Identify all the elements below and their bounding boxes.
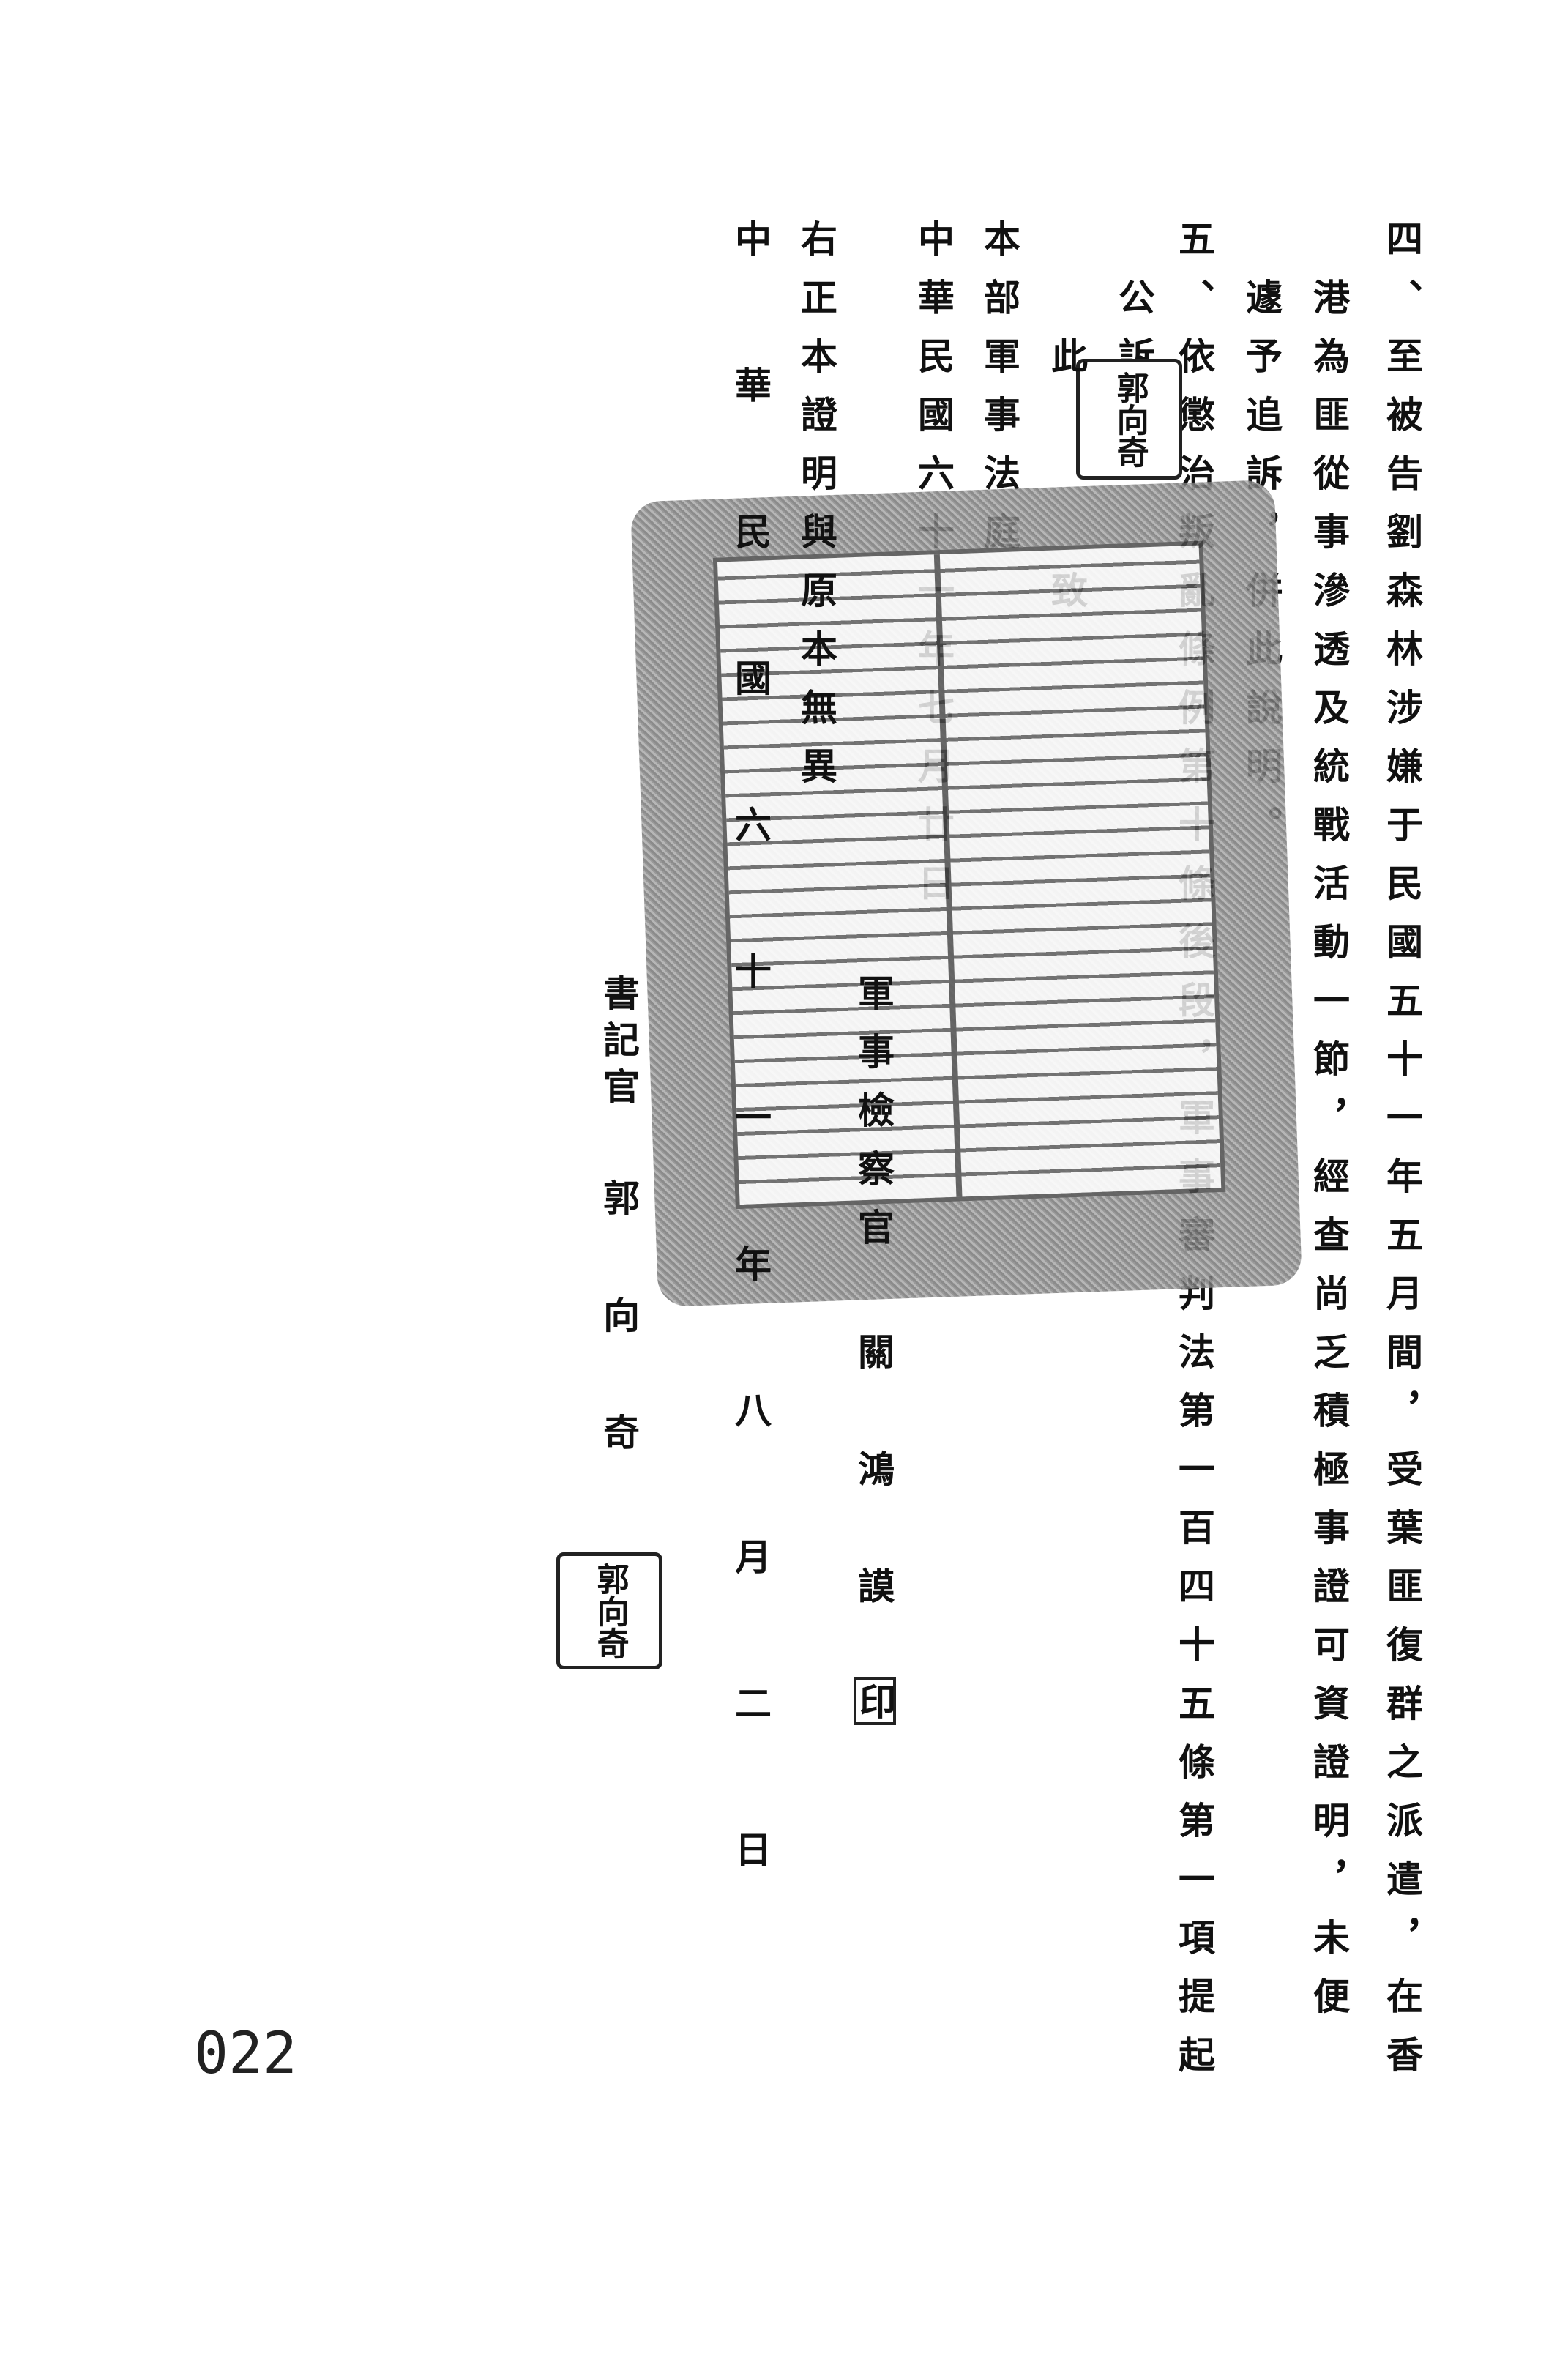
paragraph-4-line-1: 四、至被告劉森林涉嫌于民國五十一年五月間，受葉匪復群之派遣，在香: [1381, 220, 1424, 2094]
clerk-seal: 郭向奇: [556, 1552, 662, 1669]
paragraph-4-line-2: 港為匪從事滲透及統戰活動一節，經查尚乏積極事證可資證明，未便: [1307, 278, 1351, 2036]
prosecutor-seal: 印: [854, 1677, 897, 1725]
clerk-title: 書記官: [597, 974, 641, 1114]
prosecutor-title: 軍事檢察官: [852, 974, 895, 1267]
seal-text: 郭向奇: [1110, 371, 1149, 468]
clerk-seal-small: 郭向奇: [1076, 359, 1182, 480]
clerk-name: 郭向奇: [597, 1179, 641, 1530]
page-number: 022: [194, 2021, 297, 2087]
prosecutor-name: 關鴻謨: [852, 1333, 895, 1684]
seal-text: 郭向奇: [591, 1563, 629, 1659]
certification: 右正本證明與原本無異: [795, 220, 838, 805]
certification-date: 中華民國六十一年八月二日: [729, 220, 772, 1977]
